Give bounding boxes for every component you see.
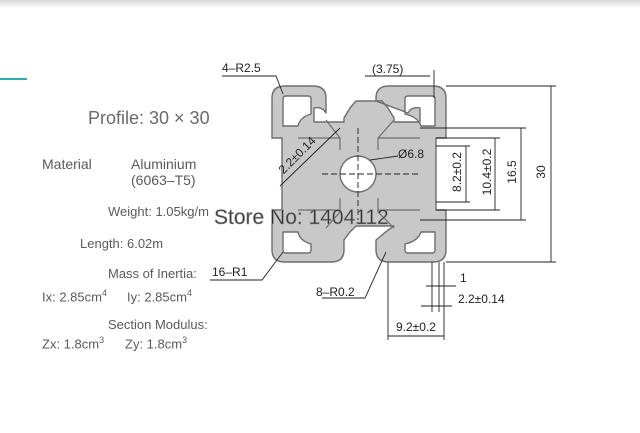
profile-body [271,85,447,263]
iy-label: Iy: 2.85cm [127,289,187,305]
lip-thickness-label: 2.2±0.14 [458,292,505,306]
ix-spec: Ix: 2.85cm4 [42,288,107,304]
profile-title: Profile: 30 × 30 [88,108,210,128]
slot-width-label: 8.2±0.2 [450,152,464,192]
wall-thickness-label: 1 [460,271,467,285]
material-grade: (6063–T5) [131,172,196,188]
length-spec: Length: 6.02m [80,236,164,251]
slot-depth-dim-line [279,127,341,187]
corner-radius-label: 4–R2.5 [222,61,261,75]
inner-radius-label: 16–R1 [212,265,248,279]
section-modulus-label: Section Modulus: [108,317,208,332]
dimension-lines [210,70,556,340]
zy-label: Zy: 1.8cm [125,336,183,352]
core-width-label: 16.5 [505,160,519,184]
iy-exponent: 4 [186,288,192,298]
profile-cross-section [271,85,447,263]
top-edge-shadow [0,0,640,8]
corner-radius-leader [222,75,284,95]
zx-spec: Zx: 1.8cm3 [42,335,104,351]
bore-leader [369,155,399,161]
overall-size-label: 30 [534,165,548,179]
weight-spec: Weight: 1.05kg/m [108,204,209,219]
material-value: Aluminium [131,156,197,172]
material-label: Material [42,156,92,172]
inner-radius-leader [210,251,284,281]
zy-exponent: 3 [182,335,188,345]
accent-line [0,78,27,80]
slot-offset-label: (3.75) [372,62,403,76]
inner-width-label: 10.4±0.2 [480,148,494,195]
bore-diameter-label: Ø6.8 [398,147,424,161]
zx-label: Zx: 1.8cm [42,336,100,352]
small-radius-leader [322,251,387,299]
store-watermark: Store No: 1404112 [214,206,389,229]
mass-of-inertia-label: Mass of Inertia: [108,266,197,281]
ix-exponent: 4 [101,288,107,298]
ix-label: Ix: 2.85cm [42,289,102,305]
zy-spec: Zy: 1.8cm3 [125,335,187,351]
profile-core-outline [298,119,420,229]
zx-exponent: 3 [99,335,105,345]
opening-width-label: 9.2±0.2 [396,320,436,334]
small-radius-label: 8–R0.2 [316,285,355,299]
iy-spec: Iy: 2.85cm4 [127,288,192,304]
